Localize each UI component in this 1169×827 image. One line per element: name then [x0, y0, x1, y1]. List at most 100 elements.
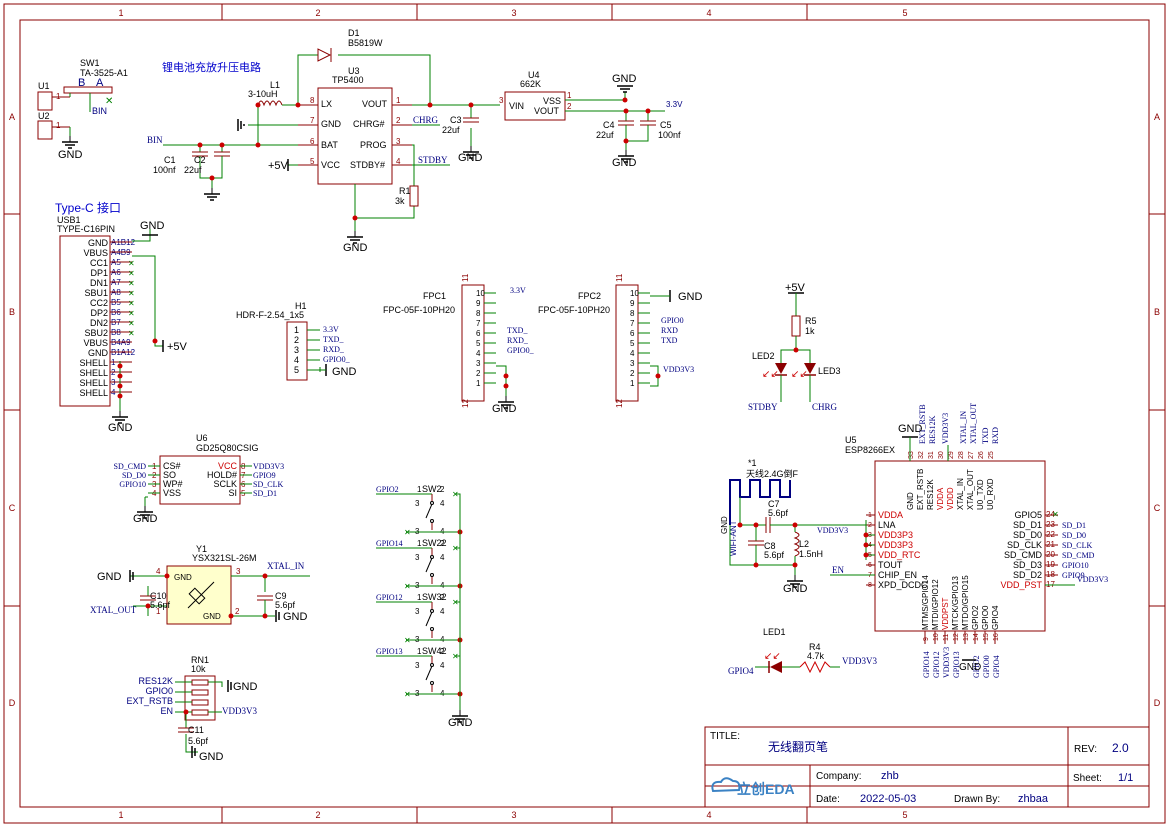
u5-pin-left: XPD_DCDC	[878, 580, 928, 590]
switch-net-label: GPIO12	[376, 593, 403, 602]
u5-ref: U5	[845, 435, 857, 445]
rn1-resistor-network: RN1 10k RES12K GPIO0 EXT_RSTB EN VDD3V3 …	[126, 655, 257, 763]
no-connect-mark: ✕	[128, 319, 135, 328]
u3-pinno-4: 4	[396, 157, 401, 166]
u5-pin-bottom: GPIO4	[991, 605, 1000, 630]
u3-gnd-symbol	[237, 119, 245, 131]
u5-esp8266: U5 ESP8266EX VDDA1LNA2VDD3P33VDD3P34VDD_…	[817, 403, 1108, 678]
rn1-net-ext-rstb: EXT_RSTB	[126, 696, 173, 706]
u6-net-right: SD_D1	[253, 489, 277, 498]
fpc-pin-number: 1	[630, 379, 635, 388]
usb1-pin-name: DN2	[90, 318, 108, 328]
no-connect-mark: ✕	[452, 544, 459, 553]
antenna-rf-section: *1 天线2.4G倒F WIFI-ANT GND C7 5.6pf C8 5.6…	[720, 458, 866, 595]
y1-pin-3: 3	[236, 567, 241, 576]
c3-cap: C3 22uf GND	[442, 115, 483, 164]
switch-pin-2: 2	[440, 593, 445, 602]
l2-value: 1.5nH	[799, 549, 823, 559]
rev-label: REV:	[1074, 744, 1097, 755]
no-connect-mark: ✕	[452, 598, 459, 607]
no-connect-mark: ✕	[404, 528, 411, 537]
y1-pin-2: 2	[235, 607, 240, 616]
u5-pin-number: 33	[908, 451, 915, 459]
ant-gnd-label: GND	[720, 516, 729, 534]
u5-en-label: EN	[832, 565, 844, 575]
usb1-pin-name: VBUS	[83, 248, 108, 258]
u5-pin-top: VDDD	[946, 487, 955, 510]
u5-pin-number: 13	[963, 633, 970, 641]
u3-pinno-7: 7	[310, 116, 315, 125]
led1-ref: LED1	[763, 627, 786, 637]
u5-pin-top: RES12K	[926, 479, 935, 510]
c11-ref: C11	[188, 725, 204, 735]
u4-ref: U4	[528, 70, 540, 80]
c5-ref: C5	[660, 120, 672, 130]
u6-net-left: SD_D0	[122, 471, 146, 480]
u4-pin-vss: VSS	[543, 96, 561, 106]
fpc1-connector: FPC1 FPC-05F-10PH20 1110987654321123.3VT…	[383, 273, 535, 415]
r5-value: 1k	[805, 326, 815, 336]
drawn-label: Drawn By:	[954, 794, 1000, 805]
rn1-vcc-label: VDD3V3	[222, 706, 257, 716]
switch-pin-2: 2	[440, 539, 445, 548]
u5-net-right: SD_CLK	[1062, 541, 1092, 550]
u4-pinno-2: 2	[567, 102, 572, 111]
c4-gnd-label: GND	[612, 157, 637, 169]
sw1-bin-label: BIN	[92, 106, 107, 116]
company-label: Company:	[816, 771, 862, 782]
company-value: zhb	[881, 770, 899, 782]
u3-pin-lx: LX	[321, 99, 332, 109]
col-label-2: 2	[315, 8, 320, 18]
u5-pin-number: 31	[928, 451, 935, 459]
u5-pin-number: 12	[953, 633, 960, 641]
y1-gnd-pin-top: GND	[174, 573, 192, 582]
u5-pin-number: 30	[938, 451, 945, 459]
u5-pin-bottom: GPIO2	[971, 605, 980, 630]
rn1-ref: RN1	[191, 655, 209, 665]
switch-ref: SW32	[422, 592, 447, 602]
switch-pin-2: 2	[440, 647, 445, 656]
usb1-pin-name: GND	[88, 348, 109, 358]
led-arrows-2: ↙↙	[762, 369, 779, 380]
y1-ref: Y1	[196, 544, 207, 554]
u3-pinno-8: 8	[310, 96, 315, 105]
ant-ref: *1	[748, 458, 757, 468]
ant-label: WIFI-ANT	[729, 520, 738, 556]
usb1-pin-name: DP1	[90, 268, 108, 278]
u5-net-top: TXD	[981, 427, 990, 444]
u3-pin-prog: PROG	[360, 140, 387, 150]
col-label-5-bottom: 5	[902, 810, 907, 820]
h1-pin-number: 1	[294, 325, 299, 335]
r4-ref: R4	[809, 642, 821, 652]
u6-flash: U6 GD25Q80CSIG CS#1VCC8SD_CMDVDD3V3SO2HO…	[114, 433, 285, 525]
u5-pin-top: XTAL_OUT	[966, 469, 975, 510]
switch-pin-1: 1	[417, 593, 422, 602]
c3-gnd-label: GND	[458, 152, 483, 164]
u5-net-right: SD_D1	[1062, 521, 1086, 530]
y1-xtal-in-label: XTAL_IN	[267, 561, 305, 571]
fpc-mount-pin: 12	[461, 399, 470, 408]
no-connect-mark: ✕	[1052, 510, 1059, 519]
u6-value: GD25Q80CSIG	[196, 443, 259, 453]
fpc-pin-number: 6	[476, 329, 481, 338]
eda-logo-text: 立创EDA	[737, 781, 795, 797]
u6-pin-right: SI	[228, 488, 237, 498]
u5-net-top: XTAL_IN	[959, 411, 968, 444]
sheet-value: 1/1	[1118, 772, 1133, 784]
u4-pinno-3: 3	[499, 96, 504, 105]
r1-resistor: R1 3k GND	[343, 185, 419, 254]
u5-net-vdd-pst: VDD3V3	[1077, 575, 1108, 584]
u6-pin-left: CS#	[163, 461, 181, 471]
l2-ref: L2	[799, 539, 809, 549]
u5-pin-number: 16	[993, 633, 1000, 641]
no-connect-mark: ✕	[452, 490, 459, 499]
r5-ref: R5	[805, 316, 817, 326]
fpc1-value: FPC-05F-10PH20	[383, 305, 455, 315]
u3-ref: U3	[348, 66, 360, 76]
usb1-5v: +5V	[162, 340, 188, 353]
y1-value: YSX321SL-26M	[192, 553, 257, 563]
fpc-pin-number: 7	[476, 319, 481, 328]
no-connect-mark: ✕	[128, 329, 135, 338]
u6-pin-left: WP#	[163, 479, 183, 489]
